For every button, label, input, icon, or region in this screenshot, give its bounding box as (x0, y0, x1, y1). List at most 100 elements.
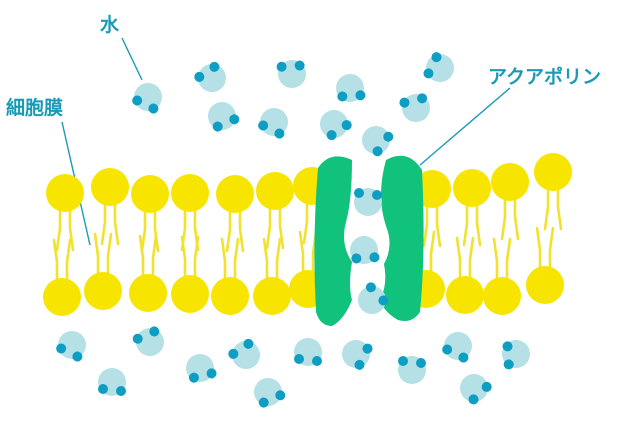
water-molecule-icon (460, 374, 492, 405)
oxygen-atom (232, 341, 260, 369)
lipid-tail (138, 234, 145, 278)
water-molecule-icon (228, 338, 260, 369)
phospholipid-icon (43, 238, 81, 316)
lipid-bilayer (43, 153, 572, 316)
lipid-head (131, 175, 169, 213)
lipid-head (91, 168, 129, 206)
aquaporin-right-subunit (380, 155, 424, 321)
lipid-head (483, 277, 521, 315)
phospholipid-icon (216, 175, 254, 253)
oxygen-atom (402, 94, 430, 122)
oxygen-atom (198, 64, 226, 92)
hydrogen-atom (378, 295, 389, 306)
water-molecule-icon (194, 61, 226, 92)
phospholipid-icon (446, 236, 484, 314)
phospholipid-icon (46, 174, 84, 252)
lipid-tail (455, 236, 462, 280)
water-molecule-icon (336, 74, 366, 102)
hydrogen-atom (354, 188, 364, 198)
hydrogen-atom (294, 60, 305, 71)
oxygen-atom (358, 286, 386, 314)
hydrogen-atom (229, 114, 240, 125)
water-molecule-icon (258, 108, 288, 139)
water-molecule-icon (354, 188, 382, 216)
hydrogen-atom (209, 61, 220, 72)
hydrogen-atom (212, 121, 223, 132)
lipid-tail (153, 209, 160, 253)
hydrogen-atom (372, 190, 382, 200)
lipid-tail (193, 235, 200, 279)
water-molecule-icon (98, 368, 126, 396)
hydrogen-atom (228, 348, 239, 359)
hydrogen-atom (274, 128, 285, 139)
lipid-head (216, 175, 254, 213)
water-molecule-icon (208, 102, 240, 132)
hydrogen-atom (294, 354, 304, 364)
lipid-head (453, 169, 491, 207)
hydrogen-atom (132, 333, 143, 344)
hydrogen-atom (98, 384, 108, 394)
water-leader-line (121, 37, 143, 81)
aquaporin-label: アクアポリン (488, 66, 602, 88)
hydrogen-atom (194, 71, 205, 82)
hydrogen-atom (458, 352, 469, 363)
phospholipid-icon (491, 163, 529, 241)
lipid-head (129, 274, 167, 312)
oxygen-atom (186, 354, 214, 382)
lipid-tail (238, 209, 245, 253)
phospholipid-icon (253, 237, 291, 315)
lipid-tail (93, 232, 100, 276)
hydrogen-atom (372, 146, 383, 157)
phospholipid-icon (526, 226, 564, 304)
phospholipid-icon (91, 168, 129, 246)
phospholipid-icon (211, 237, 249, 315)
hydrogen-atom (149, 326, 160, 337)
hydrogen-atom (503, 359, 514, 370)
hydrogen-atom (354, 359, 365, 370)
hydrogen-atom (365, 282, 376, 293)
lipid-tail (233, 237, 240, 281)
hydrogen-atom (276, 61, 287, 72)
hydrogen-atom (355, 90, 366, 101)
hydrogen-atom (72, 351, 83, 362)
lipid-tail (106, 232, 113, 276)
lipid-tail (100, 202, 107, 246)
lipid-tail (68, 208, 75, 252)
water-molecules (56, 52, 530, 408)
lipid-tail (302, 201, 309, 245)
lipid-tail (140, 209, 147, 253)
hydrogen-atom (148, 103, 159, 114)
lipid-tail (52, 238, 59, 282)
water-molecule-icon (132, 83, 162, 114)
hydrogen-atom (369, 252, 380, 263)
lipid-tail (55, 208, 62, 252)
lipid-head (534, 153, 572, 191)
water-molecule-icon (398, 356, 426, 384)
water-molecule-icon (276, 60, 306, 88)
hydrogen-atom (56, 343, 67, 354)
phospholipid-icon (171, 235, 209, 313)
hydrogen-atom (206, 368, 217, 379)
water-molecule-icon (56, 331, 86, 362)
aquaporin-channel (314, 155, 424, 326)
lipid-head (526, 266, 564, 304)
lipid-head (171, 174, 209, 212)
water-molecule-icon (362, 126, 394, 157)
lipid-tail (180, 235, 187, 279)
lipid-tail (113, 202, 120, 246)
phospholipid-icon (453, 169, 491, 247)
hydrogen-atom (258, 120, 269, 131)
hydrogen-atom (116, 386, 126, 396)
lipid-head (171, 275, 209, 313)
hydrogen-atom (398, 356, 408, 366)
hydrogen-atom (481, 381, 492, 392)
lipid-tail (298, 230, 305, 274)
water-molecule-icon (132, 326, 164, 356)
lipid-tail (275, 237, 282, 281)
lipid-tail (435, 204, 442, 248)
lipid-tail (500, 197, 507, 241)
lipid-head (446, 276, 484, 314)
lipid-tail (225, 209, 232, 253)
phospholipid-icon (129, 234, 167, 312)
